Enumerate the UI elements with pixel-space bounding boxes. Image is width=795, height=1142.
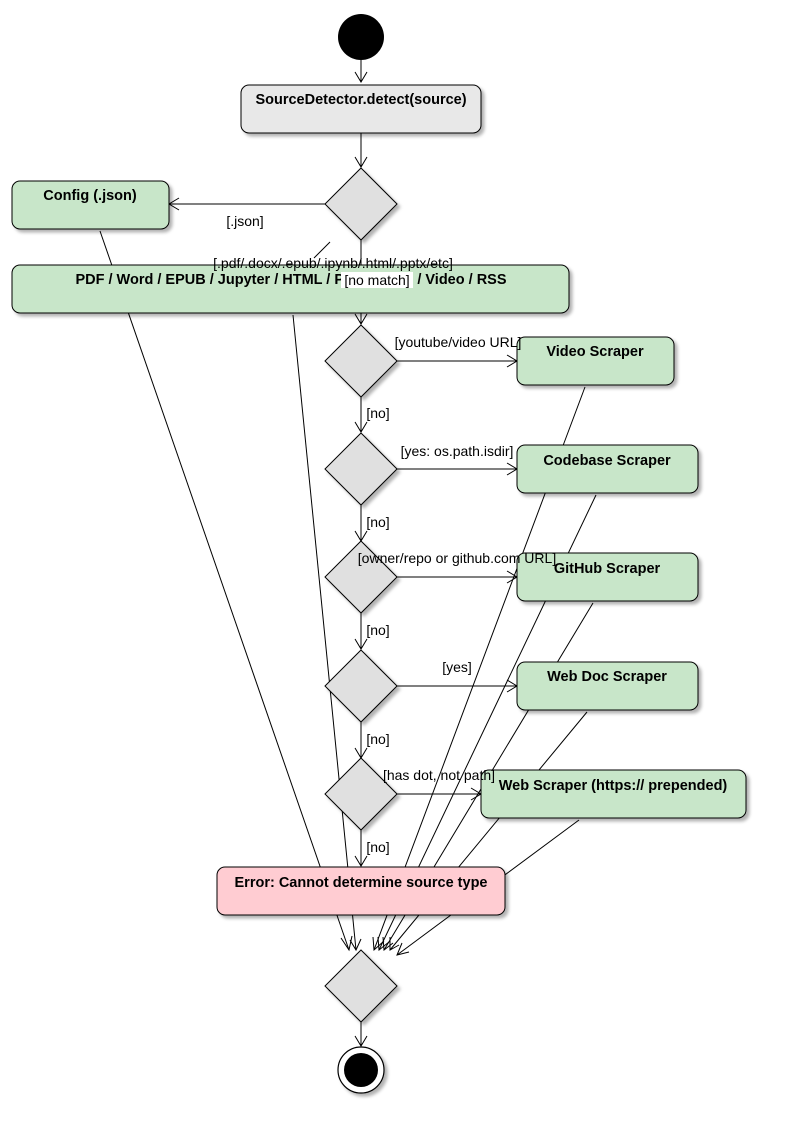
end-node: [337, 1046, 385, 1094]
detect-action: SourceDetector.detect(source): [240, 84, 482, 134]
documents-label: PDF / Word / EPUB / Jupyter / HTML / PPT…: [75, 272, 506, 288]
label-no-3: [no]: [366, 622, 389, 638]
label-github: [owner/repo or github.com URL]: [358, 550, 556, 566]
decision-extension: [324, 167, 398, 241]
config-label: Config (.json): [43, 188, 137, 204]
label-no-1: [no]: [366, 405, 389, 421]
github-action: GitHub Scraper: [516, 552, 699, 602]
documents-action: PDF / Word / EPUB / Jupyter / HTML / PPT…: [11, 264, 570, 314]
label-no-4: [no]: [366, 731, 389, 747]
webdoc-label: Web Doc Scraper: [547, 669, 667, 685]
video-label: Video Scraper: [546, 344, 644, 360]
label-no-5: [no]: [366, 839, 389, 855]
label-no-2: [no]: [366, 514, 389, 530]
label-docs: [.pdf/.docx/.epub/.ipynb/.html/.pptx/etc…: [213, 255, 453, 271]
label-nomatch: [no match]: [344, 272, 409, 288]
edge-documents-merge: [292, 314, 357, 951]
detect-label: SourceDetector.detect(source): [255, 92, 466, 108]
codebase-label: Codebase Scraper: [543, 453, 671, 469]
error-action: Error: Cannot determine source type: [216, 866, 506, 916]
edge-decision-documents: [313, 241, 331, 259]
edge-config-merge: [99, 230, 350, 951]
decision-github: [324, 540, 398, 614]
start-node: [338, 14, 384, 60]
label-youtube: [youtube/video URL]: [395, 334, 522, 350]
decision-webdoc: [324, 649, 398, 723]
webdoc-action: Web Doc Scraper: [516, 661, 699, 711]
label-json: [.json]: [226, 213, 263, 229]
decision-video: [324, 324, 398, 398]
merge-node: [324, 949, 398, 1023]
decision-directory: [324, 432, 398, 506]
webscraper-action: Web Scraper (https:// prepended): [480, 769, 747, 819]
config-action: Config (.json): [11, 180, 170, 230]
label-dot: [has dot, not path]: [383, 767, 495, 783]
webscraper-label: Web Scraper (https:// prepended): [499, 778, 728, 794]
label-yes: [yes]: [442, 659, 472, 675]
decision-domain: [324, 757, 398, 831]
error-label: Error: Cannot determine source type: [235, 875, 488, 891]
label-isdir: [yes: os.path.isdir]: [401, 443, 514, 459]
github-label: GitHub Scraper: [554, 561, 661, 577]
edge-labels: [.json] [.pdf/.docx/.epub/.ipynb/.html/.…: [213, 213, 556, 855]
codebase-action: Codebase Scraper: [516, 444, 699, 494]
video-action: Video Scraper: [516, 336, 675, 386]
